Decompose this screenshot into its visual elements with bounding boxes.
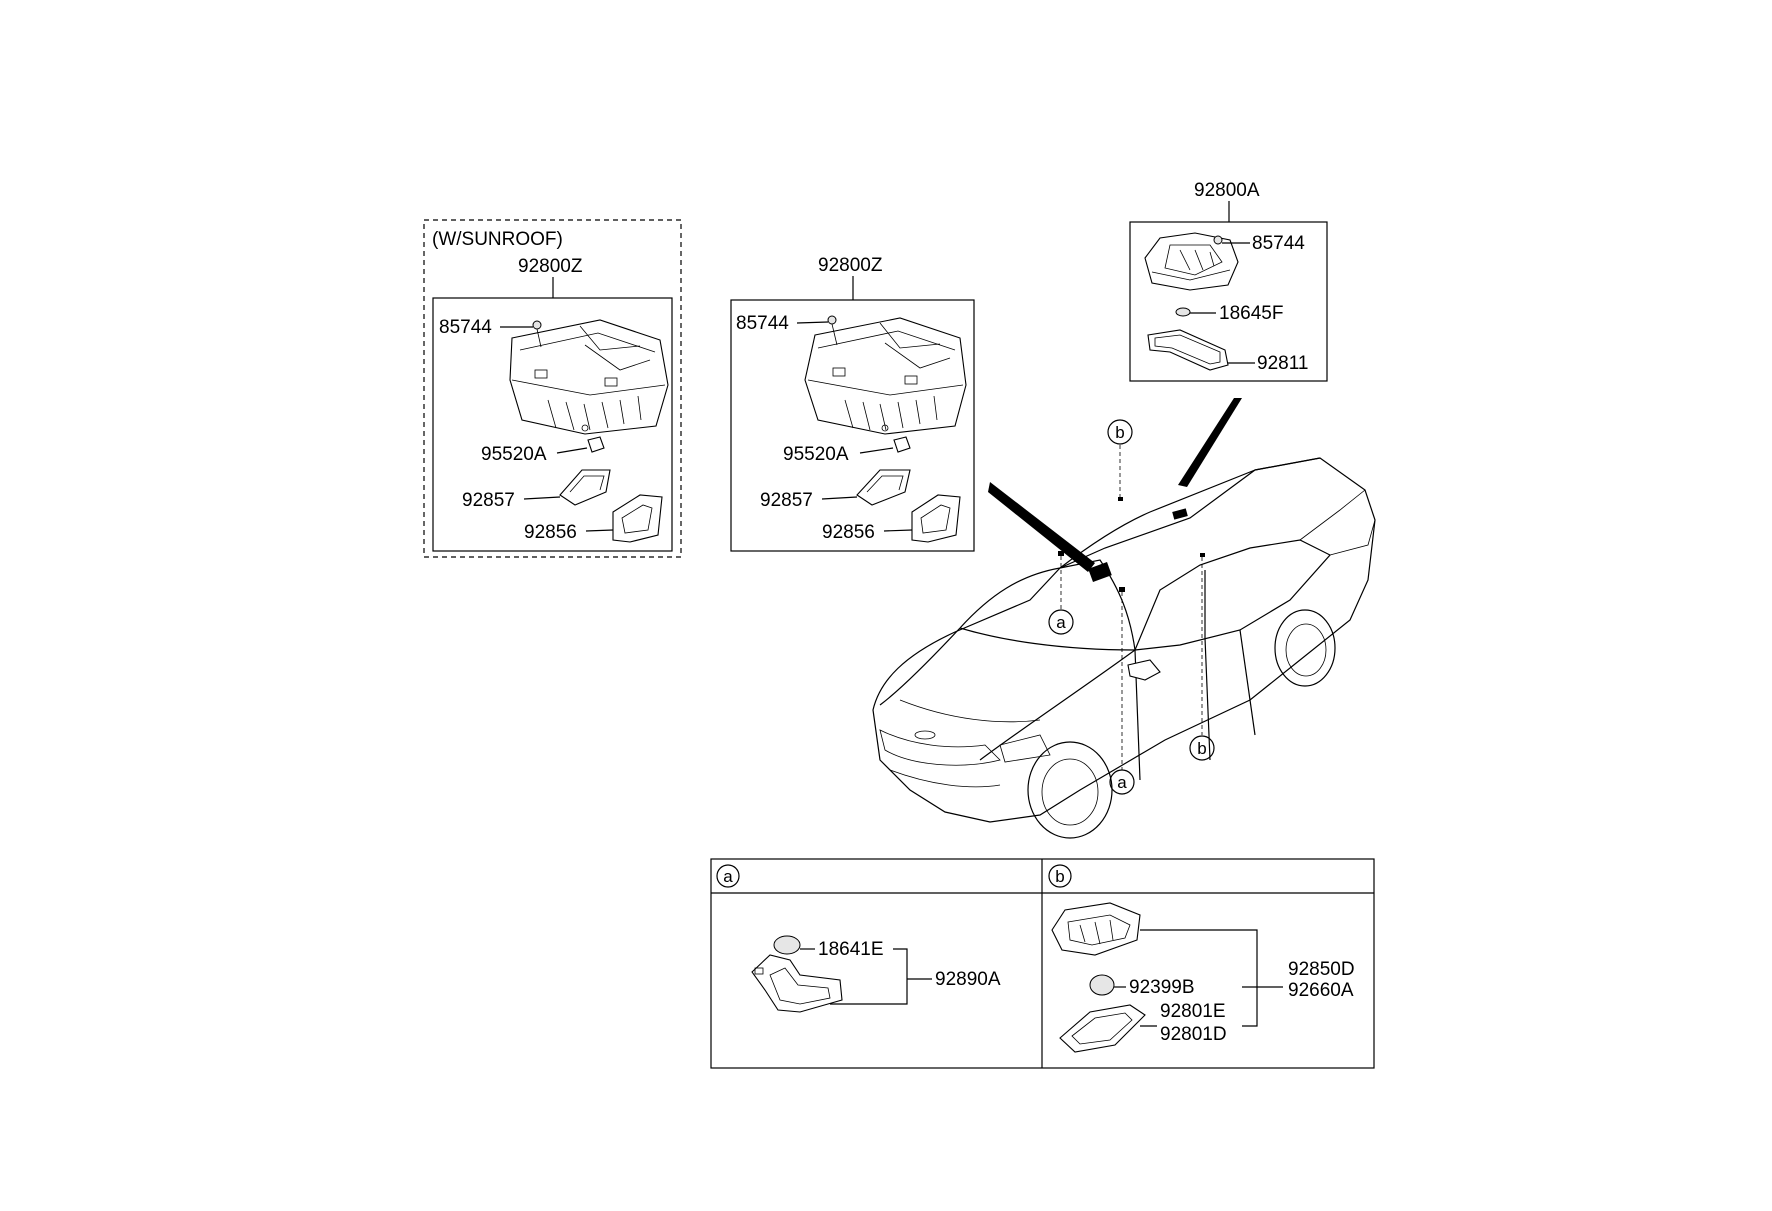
svg-text:b: b — [1055, 867, 1064, 886]
svg-text:a: a — [1056, 613, 1066, 632]
detail-a-lamp-image — [751, 935, 843, 1013]
detail-a-part-92890A: 92890A — [935, 969, 1001, 990]
rear-lamp-image — [1144, 232, 1239, 291]
svg-text:a: a — [723, 867, 733, 886]
svg-text:b: b — [1197, 739, 1206, 758]
detail-b-part-92850D: 92850D — [1288, 959, 1355, 980]
detail-a-part-18641E: 18641E — [818, 939, 884, 960]
standard-assembly-label: 92800Z — [818, 255, 883, 276]
front-wheel — [1027, 741, 1113, 839]
standard-parts-box — [730, 299, 975, 552]
sunroof-part-92857: 92857 — [462, 490, 515, 511]
sunroof-part-85744: 85744 — [439, 317, 492, 338]
rear-lamp-group: 92800A 85744 18645F 92811 — [1129, 180, 1328, 382]
sunroof-dashed-frame — [423, 219, 682, 558]
rear-part-92811: 92811 — [1257, 353, 1308, 374]
standard-part-92857: 92857 — [760, 490, 813, 511]
detail-table: a b 18641E 92890A 92399B 92801E — [710, 858, 1375, 1069]
sunroof-note: (W/SUNROOF) — [432, 229, 563, 250]
rear-wheel — [1274, 609, 1336, 687]
detail-a-header: a — [716, 864, 740, 888]
svg-text:b: b — [1115, 423, 1124, 442]
pointer-rear-lamp — [1178, 398, 1242, 487]
rear-part-85744: 85744 — [1252, 233, 1305, 254]
sunroof-group: (W/SUNROOF) 92800Z 85744 95520A 92857 — [423, 219, 682, 558]
marker-b-side: b — [1189, 735, 1215, 761]
standard-part-95520A: 95520A — [783, 444, 849, 465]
detail-b-lamp-image — [1051, 902, 1146, 1053]
overhead-console-image — [509, 319, 669, 435]
marker-b-roof: b — [1107, 419, 1133, 445]
sunroof-part-92856: 92856 — [524, 522, 577, 543]
marker-a-front: a — [1048, 609, 1074, 635]
standard-console-group: 92800Z 85744 95520A 92857 92856 — [730, 255, 975, 552]
standard-part-85744: 85744 — [736, 313, 789, 334]
detail-b-part-92801E: 92801E — [1160, 1001, 1226, 1022]
standard-part-92856: 92856 — [822, 522, 875, 543]
pointer-front-console — [988, 482, 1095, 572]
svg-text:a: a — [1117, 773, 1127, 792]
rear-assembly-label: 92800A — [1194, 180, 1260, 201]
rear-part-18645F: 18645F — [1219, 303, 1283, 324]
car-illustration: a a b b — [872, 398, 1376, 839]
detail-b-header: b — [1048, 864, 1072, 888]
detail-b-part-92399B: 92399B — [1129, 977, 1195, 998]
detail-b-part-92660A: 92660A — [1288, 980, 1354, 1001]
overhead-console-image — [804, 317, 967, 435]
sunroof-parts-box — [432, 297, 673, 552]
sunroof-part-95520A: 95520A — [481, 444, 547, 465]
rear-parts-box — [1129, 221, 1328, 382]
marker-a-side: a — [1109, 769, 1135, 795]
sunroof-assembly-label: 92800Z — [518, 256, 583, 277]
detail-b-part-92801D: 92801D — [1160, 1024, 1227, 1045]
